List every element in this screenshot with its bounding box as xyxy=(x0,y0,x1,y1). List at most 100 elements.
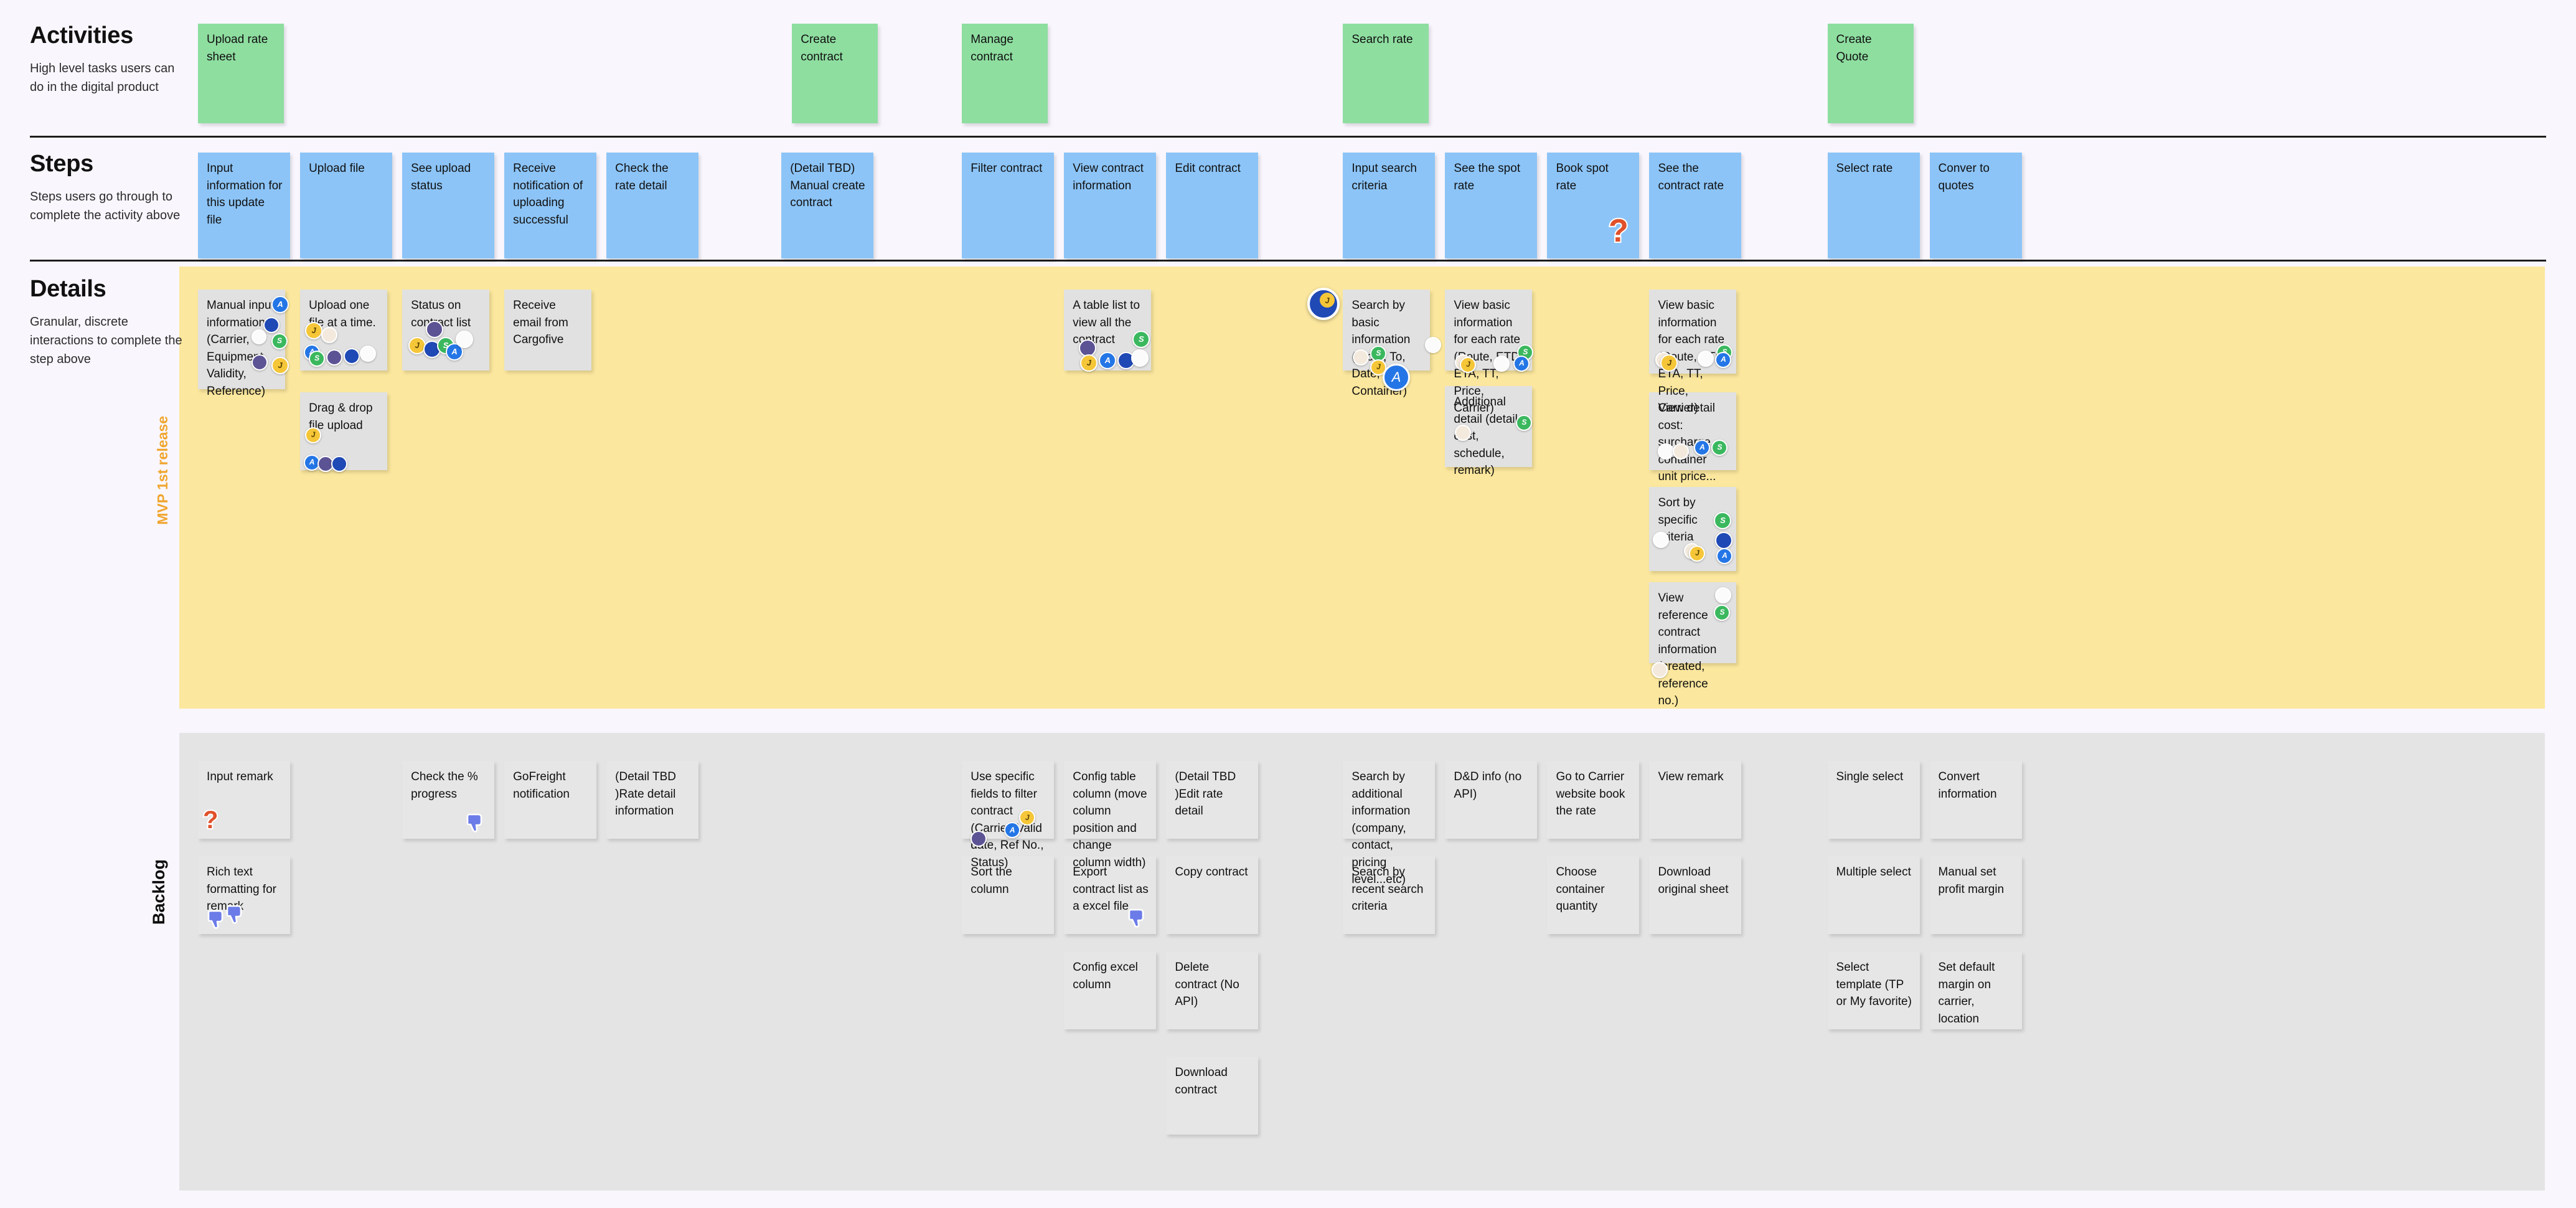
avatar-chip[interactable]: S xyxy=(271,333,288,350)
collaborator-cursor-avatar[interactable]: J xyxy=(1307,288,1340,320)
backlog-card-1[interactable]: Rich text formatting for remark xyxy=(198,856,291,935)
avatar-chip[interactable] xyxy=(456,331,474,349)
backlog-card-22[interactable]: Multiple select xyxy=(1827,856,1920,935)
detail-card-1[interactable]: Upload one file at a time.JAS xyxy=(300,290,388,371)
avatar-chip[interactable]: A xyxy=(1715,352,1732,369)
detail-card-0[interactable]: Manual input information (Carrier, Equip… xyxy=(198,290,289,398)
avatar-chip[interactable]: J xyxy=(305,427,322,444)
backlog-card-2[interactable]: Check the % progress xyxy=(402,761,495,839)
activity-card-3[interactable]: Search rate xyxy=(1343,24,1429,124)
detail-card-9[interactable]: View basic information for each rate (Ro… xyxy=(1649,290,1737,415)
avatar-chip[interactable] xyxy=(1455,425,1472,441)
step-card-9[interactable]: Input search criteria xyxy=(1343,153,1436,259)
avatar-chip[interactable]: J xyxy=(1460,357,1477,374)
backlog-card-19[interactable]: View remark xyxy=(1649,761,1742,839)
backlog-card-11[interactable]: Copy contract xyxy=(1166,856,1259,935)
detail-card-8[interactable]: Additional detail (detail cost, schedule… xyxy=(1445,386,1533,477)
avatar-chip[interactable]: J xyxy=(1019,809,1036,826)
avatar-chip[interactable]: J xyxy=(1689,545,1706,562)
avatar-chip[interactable] xyxy=(326,349,343,366)
step-card-12[interactable]: See the contract rate xyxy=(1649,153,1742,259)
backlog-card-18[interactable]: Choose container quantity xyxy=(1547,856,1640,935)
activity-card-2[interactable]: Manage contract xyxy=(962,24,1048,124)
avatar-chip[interactable]: S xyxy=(1132,331,1150,349)
large-avatar-chip[interactable]: A xyxy=(1383,364,1410,391)
backlog-card-12[interactable]: Delete contract (No API) xyxy=(1166,951,1259,1030)
backlog-card-8[interactable]: Export contract list as a excel file xyxy=(1064,856,1157,935)
avatar-chip[interactable] xyxy=(1653,532,1670,549)
avatar-chip[interactable] xyxy=(321,327,338,344)
detail-card-4[interactable]: Receive email from Cargofive xyxy=(504,290,592,371)
avatar-chip[interactable]: A xyxy=(271,296,289,314)
avatar-chip[interactable]: A xyxy=(1004,822,1021,839)
avatar-chip[interactable]: J xyxy=(1080,354,1098,372)
avatar-chip[interactable] xyxy=(971,831,987,847)
backlog-card-17[interactable]: Go to Carrier website book the rate xyxy=(1547,761,1640,839)
avatar-chip[interactable]: A xyxy=(1694,440,1711,456)
step-card-3[interactable]: Receive notification of uploading succes… xyxy=(504,153,597,259)
backlog-card-15[interactable]: Search by recent search criteria xyxy=(1343,856,1436,935)
detail-card-12[interactable]: View reference contract information (cre… xyxy=(1649,582,1737,707)
thumbs-down-icon[interactable] xyxy=(466,813,487,834)
avatar-chip[interactable]: A xyxy=(304,455,321,471)
avatar-chip[interactable] xyxy=(1353,349,1370,366)
backlog-card-9[interactable]: Config excel column xyxy=(1064,951,1157,1030)
avatar-chip[interactable]: A xyxy=(1716,548,1733,565)
step-card-6[interactable]: Filter contract xyxy=(962,153,1055,259)
avatar-chip[interactable]: S xyxy=(1714,605,1731,621)
backlog-card-14[interactable]: Search by additional information (compan… xyxy=(1343,761,1436,886)
step-card-2[interactable]: See upload status xyxy=(402,153,495,259)
step-card-14[interactable]: Conver to quotes xyxy=(1929,153,2022,259)
avatar-chip[interactable] xyxy=(426,321,444,339)
avatar-chip[interactable] xyxy=(331,456,348,473)
avatar-chip[interactable] xyxy=(360,346,377,362)
avatar-chip[interactable]: J xyxy=(271,357,289,375)
avatar-chip[interactable]: S xyxy=(1711,440,1728,456)
backlog-card-13[interactable]: Download contract xyxy=(1166,1057,1259,1135)
avatar-chip[interactable] xyxy=(1652,662,1668,679)
avatar-chip[interactable] xyxy=(1425,337,1442,354)
backlog-card-6[interactable]: Sort the column xyxy=(962,856,1055,935)
avatar-chip[interactable] xyxy=(1079,339,1097,357)
avatar-chip[interactable]: S xyxy=(1370,346,1387,362)
detail-card-7[interactable]: View basic information for each rate (Ro… xyxy=(1445,290,1534,415)
detail-card-10[interactable]: View detail cost: surcharge, container u… xyxy=(1649,392,1737,483)
step-card-11[interactable]: Book spot rate xyxy=(1547,153,1640,259)
step-card-7[interactable]: View contract information xyxy=(1064,153,1157,259)
avatar-chip[interactable] xyxy=(251,329,267,345)
backlog-card-16[interactable]: D&D info (no API) xyxy=(1445,761,1538,839)
backlog-card-4[interactable]: (Detail TBD )Rate detail information xyxy=(606,761,699,839)
backlog-card-0[interactable]: Input remark? xyxy=(198,761,291,839)
activity-card-4[interactable]: Create Quote xyxy=(1827,24,1914,124)
step-card-8[interactable]: Edit contract xyxy=(1166,153,1259,259)
backlog-card-26[interactable]: Set default margin on carrier, location xyxy=(1929,951,2022,1030)
activity-card-1[interactable]: Create contract xyxy=(792,24,878,124)
avatar-chip[interactable]: A xyxy=(1099,352,1117,370)
step-card-13[interactable]: Select rate xyxy=(1827,153,1920,259)
question-mark-sticker[interactable]: ? xyxy=(202,806,220,834)
backlog-card-25[interactable]: Manual set profit margin xyxy=(1929,856,2022,935)
avatar-chip[interactable]: J xyxy=(408,337,426,355)
step-card-10[interactable]: See the spot rate xyxy=(1445,153,1538,259)
step-card-4[interactable]: Check the rate detail xyxy=(606,153,699,259)
step-card-5[interactable]: (Detail TBD) Manual create contract xyxy=(781,153,874,259)
backlog-card-7[interactable]: Config table column (move column positio… xyxy=(1064,761,1157,869)
detail-card-6[interactable]: Search by basic information (From, To, D… xyxy=(1343,290,1442,398)
avatar-chip[interactable] xyxy=(1715,587,1732,604)
backlog-card-23[interactable]: Select template (TP or My favorite) xyxy=(1827,951,1920,1030)
backlog-card-21[interactable]: Single select xyxy=(1827,761,1920,839)
backlog-card-10[interactable]: (Detail TBD )Edit rate detail xyxy=(1166,761,1259,839)
avatar-chip[interactable]: A xyxy=(1513,356,1530,372)
avatar-chip[interactable]: S xyxy=(1516,415,1533,432)
backlog-card-24[interactable]: Convert information xyxy=(1929,761,2022,839)
backlog-card-20[interactable]: Download original sheet xyxy=(1649,856,1742,935)
avatar-chip[interactable] xyxy=(1673,443,1690,460)
avatar-chip[interactable]: J xyxy=(305,322,323,340)
avatar-chip[interactable] xyxy=(344,348,360,365)
activity-card-0[interactable]: Upload rate sheet xyxy=(198,24,284,124)
avatar-chip[interactable] xyxy=(1698,351,1714,367)
avatar-chip[interactable] xyxy=(1715,532,1733,550)
